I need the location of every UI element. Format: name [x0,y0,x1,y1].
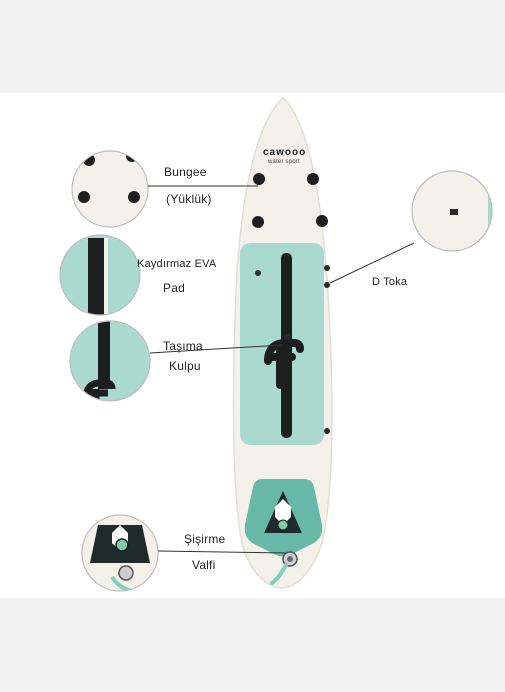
pad-label-sub: Pad [163,281,185,295]
pad-label: Kaydırmaz EVA [137,258,217,270]
handle-label: Taşıma [163,339,203,353]
product-image: cawooo water sport Bungee (Yüklük) Kaydı… [0,93,505,598]
bungee-label: Bungee [164,165,207,179]
bottom-band [0,598,505,692]
brand-subtext: water sport [268,159,300,165]
brand-logo: cawooo [263,147,307,158]
valve-label-sub: Valfi [192,558,216,572]
valve-label: Şişirme [184,532,226,546]
d-ring-label: D Toka [372,276,408,288]
bungee-label-sub: (Yüklük) [166,192,212,206]
r-logo [264,339,304,389]
handle-label-sub: Kulpu [169,359,201,373]
top-band [0,0,505,93]
paddle-board-illustration [59,96,493,592]
